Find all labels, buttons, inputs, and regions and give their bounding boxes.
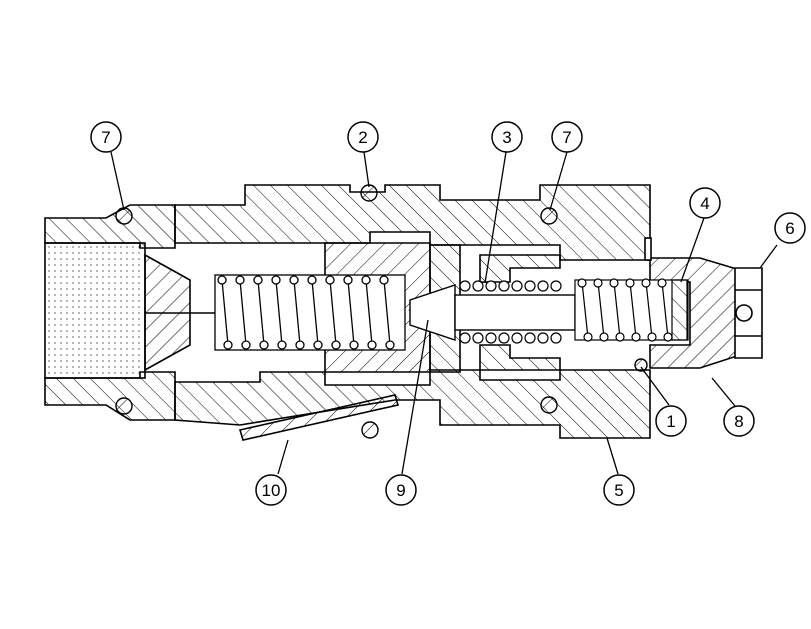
callout-label: 3 [502,128,511,147]
callout-8: 8 [723,405,755,437]
callout-label: 9 [396,481,405,500]
callout-label: 2 [358,128,367,147]
callout-label: 6 [785,219,794,238]
callout-4: 4 [689,187,721,219]
right-cap [644,237,763,369]
left-connector [44,204,215,421]
o-rings [115,184,648,439]
poppet [409,284,576,341]
callout-label: 8 [734,412,743,431]
callout-label: 7 [562,128,571,147]
callout-7-left: 7 [90,121,122,153]
callout-2: 2 [347,121,379,153]
callout-3: 3 [491,121,523,153]
callout-label: 4 [700,194,709,213]
callout-1: 1 [655,405,687,437]
callout-7-right: 7 [551,121,583,153]
callout-10: 10 [255,474,287,506]
callout-label: 7 [101,128,110,147]
leader-lines [110,151,778,475]
callout-label: 10 [262,481,281,500]
left-spring [214,274,406,351]
callout-9: 9 [385,474,417,506]
callout-6: 6 [774,212,806,244]
right-spring [459,278,689,344]
callout-label: 5 [614,481,623,500]
callout-5: 5 [603,474,635,506]
callout-label: 1 [666,412,675,431]
